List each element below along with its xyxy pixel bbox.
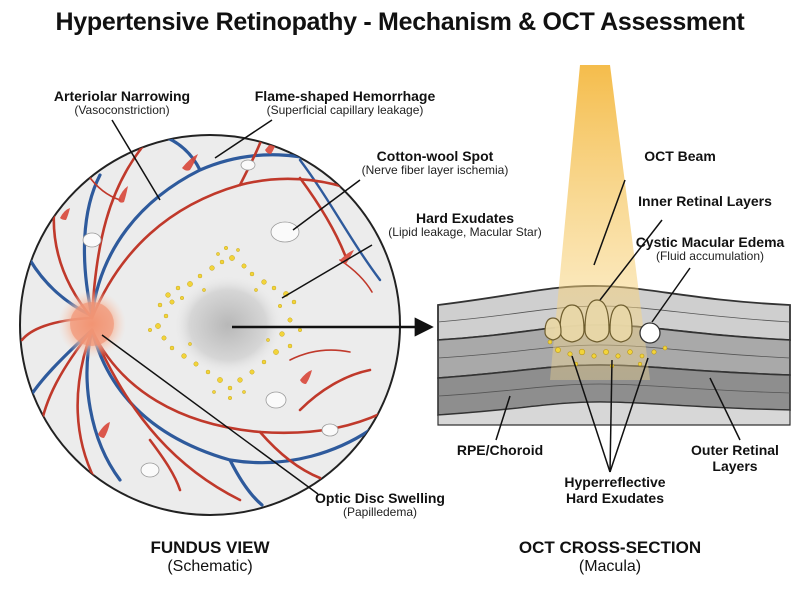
label-rpe-choroid-main: RPE/Choroid	[456, 442, 544, 458]
label-arteriolar-narrowing: Arteriolar Narrowing (Vasoconstriction)	[22, 88, 222, 118]
label-outer-retinal-main: Outer Retinal	[691, 442, 779, 458]
label-cotton-wool-spot-sub: (Nerve fiber layer ischemia)	[361, 163, 509, 178]
label-hyperreflective-exudates: Hyperreflective Hard Exudates	[545, 474, 685, 506]
label-flame-hemorrhage-main: Flame-shaped Hemorrhage	[254, 88, 436, 104]
oct-cross-section	[437, 65, 791, 473]
label-oct-beam: OCT Beam	[630, 148, 730, 164]
fundus-caption-main: FUNDUS VIEW	[150, 538, 270, 557]
label-inner-retinal-layers: Inner Retinal Layers	[620, 193, 790, 209]
label-cystic-macular-edema: Cystic Macular Edema (Fluid accumulation…	[625, 234, 795, 264]
hyperreflective-exudate-dots	[547, 339, 668, 369]
label-oct-beam-main: OCT Beam	[644, 148, 716, 164]
fundus-caption-sub: (Schematic)	[167, 558, 253, 575]
edema-cyst-large	[639, 322, 661, 344]
label-optic-disc-swelling-sub: (Papilledema)	[342, 505, 418, 520]
label-optic-disc-swelling-main: Optic Disc Swelling	[315, 490, 445, 506]
label-cystic-macular-edema-sub: (Fluid accumulation)	[655, 249, 765, 264]
label-cotton-wool-spot-main: Cotton-wool Spot	[376, 148, 494, 164]
label-cotton-wool-spot: Cotton-wool Spot (Nerve fiber layer isch…	[335, 148, 535, 178]
label-arteriolar-narrowing-sub: (Vasoconstriction)	[74, 103, 170, 118]
oct-beam	[550, 65, 650, 380]
label-hard-exudates-main: Hard Exudates	[415, 210, 515, 226]
macula-spot	[173, 275, 283, 375]
oct-leader-lines	[495, 179, 741, 473]
label-hyperreflective-main: Hyperreflective	[564, 474, 666, 490]
label-outer-retinal-sub: Layers	[712, 458, 758, 475]
cotton-wool-spots	[82, 159, 339, 478]
fundus-view	[19, 119, 434, 516]
label-hard-exudates-sub: (Lipid leakage, Macular Star)	[388, 225, 542, 240]
oct-caption: OCT CROSS-SECTION (Macula)	[500, 538, 720, 576]
cystic-edema-cysts	[544, 299, 633, 343]
page-title: Hypertensive Retinopathy - Mechanism & O…	[55, 8, 745, 36]
label-arteriolar-narrowing-main: Arteriolar Narrowing	[53, 88, 191, 104]
label-rpe-choroid: RPE/Choroid	[445, 442, 555, 458]
label-hard-exudates: Hard Exudates (Lipid leakage, Macular St…	[360, 210, 570, 240]
fundus-leader-lines	[101, 119, 373, 495]
label-cystic-macular-edema-main: Cystic Macular Edema	[635, 234, 785, 250]
label-outer-retinal-layers: Outer Retinal Layers	[680, 442, 790, 474]
label-flame-hemorrhage: Flame-shaped Hemorrhage (Superficial cap…	[230, 88, 460, 118]
label-optic-disc-swelling: Optic Disc Swelling (Papilledema)	[300, 490, 460, 520]
label-flame-hemorrhage-sub: (Superficial capillary leakage)	[266, 103, 424, 118]
label-hyperreflective-sub: Hard Exudates	[565, 490, 665, 507]
oct-caption-main: OCT CROSS-SECTION	[518, 538, 702, 557]
hard-exudates-star	[147, 245, 303, 401]
label-inner-retinal-layers-main: Inner Retinal Layers	[638, 193, 772, 209]
fundus-caption: FUNDUS VIEW (Schematic)	[110, 538, 310, 576]
oct-caption-sub: (Macula)	[578, 558, 642, 575]
flame-hemorrhages	[60, 140, 354, 438]
